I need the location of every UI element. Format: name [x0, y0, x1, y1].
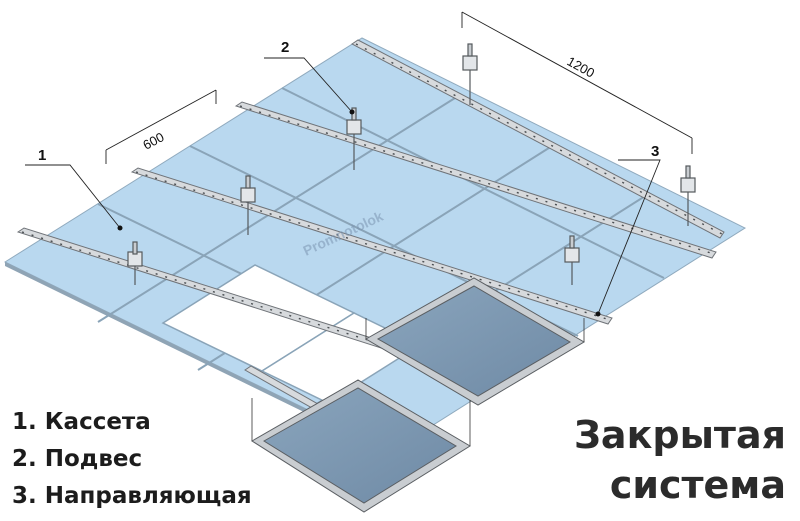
callout-3: 3: [651, 143, 659, 160]
dimension-lines: [105, 11, 693, 164]
system-title-line2: система: [609, 463, 786, 507]
legend-item-cassette: 1. Кассета: [12, 409, 151, 435]
legend: 1. Кассета 2. Подвес 3. Направляющая: [12, 404, 252, 515]
hanger: [462, 43, 478, 105]
legend-item-guide: 3. Направляющая: [12, 483, 252, 509]
guide-rail: [130, 167, 613, 325]
callout-1: 1: [38, 147, 46, 164]
hanger: [127, 241, 143, 285]
detached-cassette-left: [251, 379, 471, 513]
callout-dots: [117, 109, 601, 317]
system-title: Закрытая система: [574, 410, 786, 510]
panel-edge: [5, 262, 392, 455]
guide-rail: [234, 101, 717, 259]
callout-2: 2: [281, 39, 289, 56]
guide-rail: [351, 39, 725, 239]
hanger: [240, 175, 256, 235]
hanger: [564, 235, 580, 285]
hanger: [680, 165, 696, 226]
dimension-1200: 1200: [565, 54, 598, 81]
callout-leaders: [25, 57, 661, 315]
detached-cassette-right: [364, 277, 585, 406]
dimension-600: 600: [140, 129, 166, 152]
system-title-line1: Закрытая: [573, 413, 786, 457]
legend-item-hanger: 2. Подвес: [12, 446, 143, 472]
